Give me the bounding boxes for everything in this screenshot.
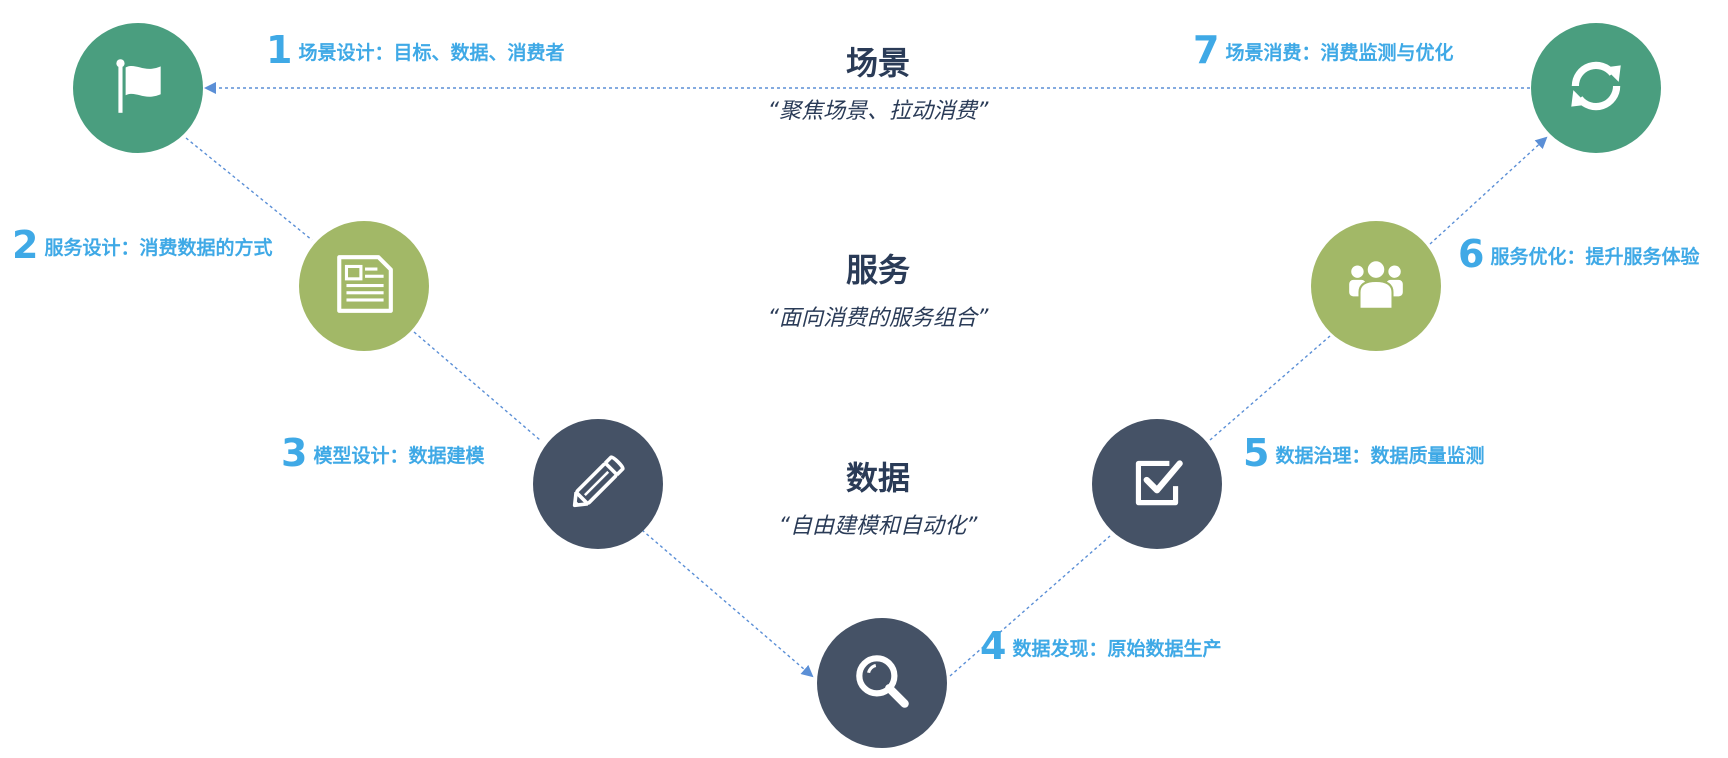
users-icon [1343, 251, 1409, 321]
connector-3-to-4 [641, 529, 814, 678]
layer-data-title: 数据 [845, 459, 910, 497]
layer-scene-title: 场景 [845, 44, 910, 82]
step-6-circle [1311, 221, 1441, 351]
step-7-number: 7 [1193, 28, 1220, 72]
checkbox-icon [1124, 449, 1190, 519]
step-4-text: 数据发现：原始数据生产 [1012, 638, 1222, 660]
layer-service-title: 服务 [845, 251, 910, 289]
refresh-icon [1563, 53, 1629, 123]
layer-data-subtitle: “自由建模和自动化” [778, 514, 978, 539]
step-7-circle [1531, 23, 1661, 153]
step-2-number: 2 [12, 223, 39, 267]
step-5-text: 数据治理：数据质量监测 [1275, 445, 1485, 467]
step-6-number: 6 [1458, 232, 1485, 276]
search-icon [849, 648, 915, 718]
step-4-circle [817, 618, 947, 748]
step-2-circle [299, 221, 429, 351]
step-3-text: 模型设计：数据建模 [313, 445, 485, 467]
layer-service-subtitle: “面向消费的服务组合” [767, 306, 989, 331]
step-7-text: 场景消费：消费监测与优化 [1225, 42, 1454, 64]
flag-icon [105, 53, 171, 123]
connector-5-to-6 [1209, 335, 1331, 441]
document-icon [331, 251, 397, 321]
pencil-icon [565, 449, 631, 519]
step-6-text: 服务优化：提升服务体验 [1490, 246, 1700, 268]
layer-scene-subtitle: “聚焦场景、拉动消费” [767, 99, 989, 124]
step-1-number: 1 [266, 28, 293, 72]
step-5-circle [1092, 419, 1222, 549]
step-2-text: 服务设计：消费数据的方式 [44, 237, 273, 259]
layer-scene: 场景 “聚焦场景、拉动消费” [718, 43, 1038, 127]
step-3-number: 3 [281, 431, 308, 475]
step-4-number: 4 [980, 624, 1007, 668]
connector-2-to-3 [413, 331, 541, 441]
layer-service: 服务 “面向消费的服务组合” [718, 250, 1038, 334]
step-1-text: 场景设计：目标、数据、消费者 [298, 42, 565, 64]
layer-data: 数据 “自由建模和自动化” [718, 458, 1038, 542]
step-3-circle [533, 419, 663, 549]
step-5-number: 5 [1243, 431, 1270, 475]
step-1-circle [73, 23, 203, 153]
connector-6-to-7 [1429, 136, 1548, 245]
